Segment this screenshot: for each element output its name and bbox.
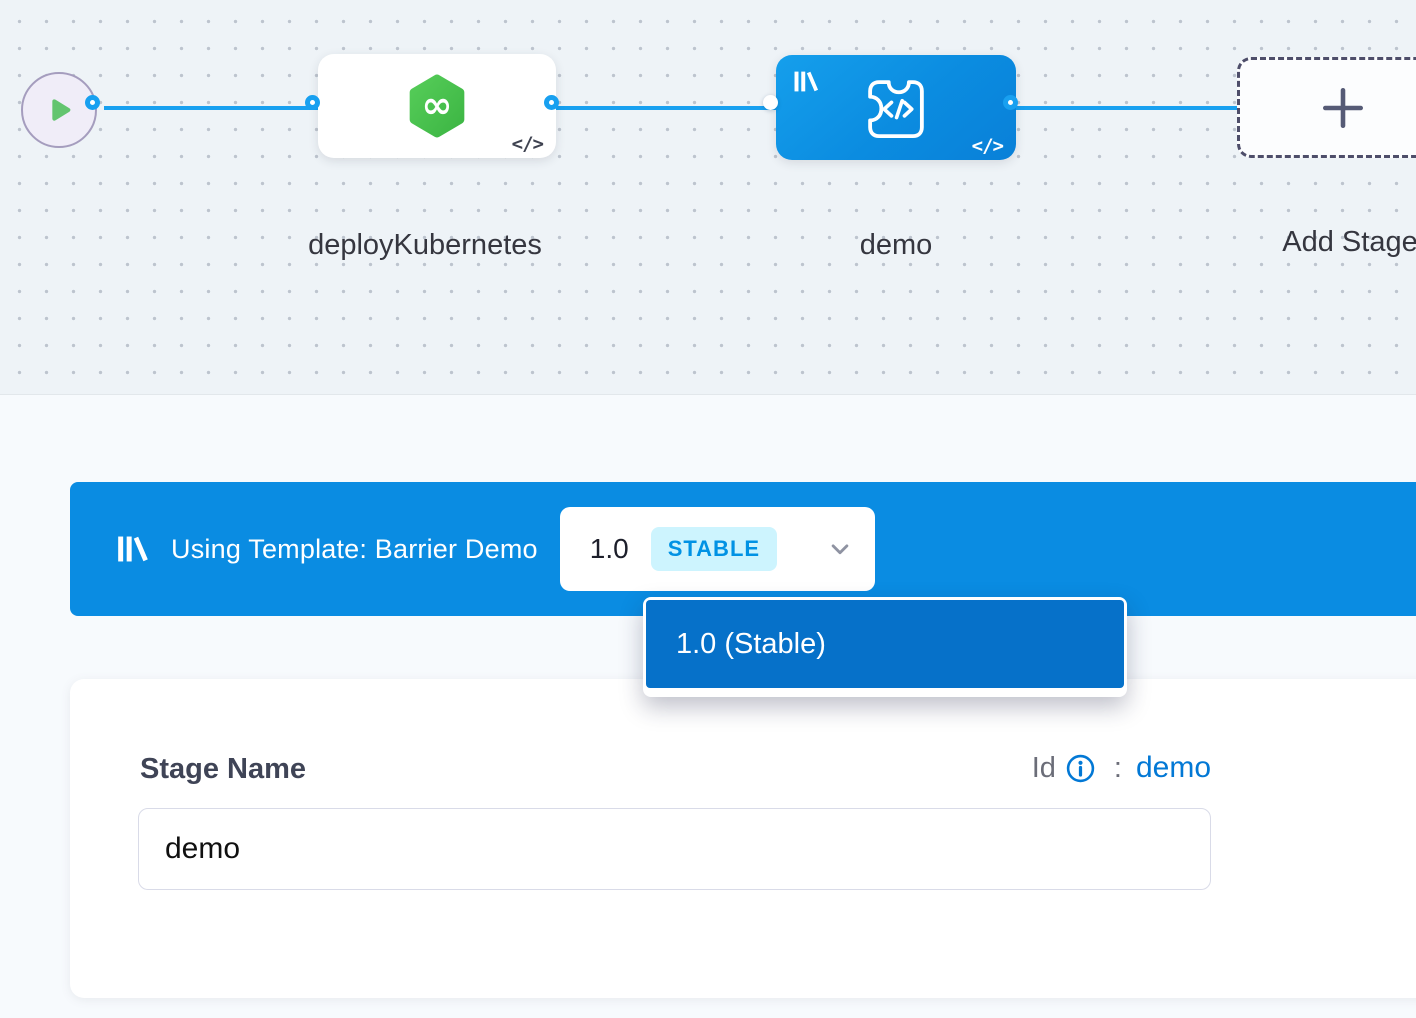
id-label: Id [1031,751,1056,784]
version-dropdown-menu: 1.0 (Stable) [643,597,1127,697]
stage-node-demo[interactable]: </> [776,55,1016,160]
template-version-number: 1.0 [589,533,629,564]
stage-label-demo: demo [859,229,933,261]
stage-id-value: demo [1135,751,1211,784]
code-view-icon[interactable]: </> [971,135,1004,157]
version-dropdown-item-label: 1.0 (Stable) [676,627,826,660]
deployment-hexagon-icon: ∞ [409,74,465,138]
pipeline-canvas[interactable]: ∞ </> </> [0,0,1416,395]
edge-start-to-deploy [104,106,320,110]
port-deploy-out[interactable] [544,95,559,110]
stage-id-row: Id : demo [1032,751,1211,785]
template-version-badge: STABLE [650,527,778,571]
info-icon[interactable] [1065,753,1096,784]
template-library-icon [792,68,819,100]
template-library-icon [115,532,149,566]
edge-demo-to-addstage [1014,106,1242,110]
stage-overview-card: Stage Name Id : demo [70,679,1416,998]
custom-stage-icon [868,79,924,138]
port-demo-in[interactable] [763,95,778,110]
template-banner-message: Using Template: Barrier Demo [171,533,538,564]
plus-icon [1323,87,1363,128]
chevron-down-icon[interactable] [825,534,855,564]
version-dropdown-item[interactable]: 1.0 (Stable) [646,600,1124,688]
play-icon [52,99,71,121]
add-stage-label: Add Stage [1282,226,1416,258]
svg-text:∞: ∞ [422,83,453,126]
stage-label-deploykubernetes: deployKubernetes [308,229,542,261]
port-demo-out[interactable] [1003,95,1018,110]
port-start-out[interactable] [85,95,100,110]
template-banner: Using Template: Barrier Demo 1.0 STABLE [70,482,1416,616]
edge-deploy-to-demo [556,106,780,110]
id-separator: : [1113,751,1122,784]
stage-name-label: Stage Name [140,753,307,785]
code-view-icon[interactable]: </> [511,133,544,155]
add-stage-button[interactable] [1237,57,1416,158]
template-version-selector[interactable]: 1.0 STABLE [559,507,875,591]
stage-name-input[interactable] [138,808,1211,890]
stage-node-deploykubernetes[interactable]: ∞ </> [318,54,556,158]
port-deploy-in[interactable] [305,95,320,110]
pipeline-start-node[interactable] [21,72,97,148]
